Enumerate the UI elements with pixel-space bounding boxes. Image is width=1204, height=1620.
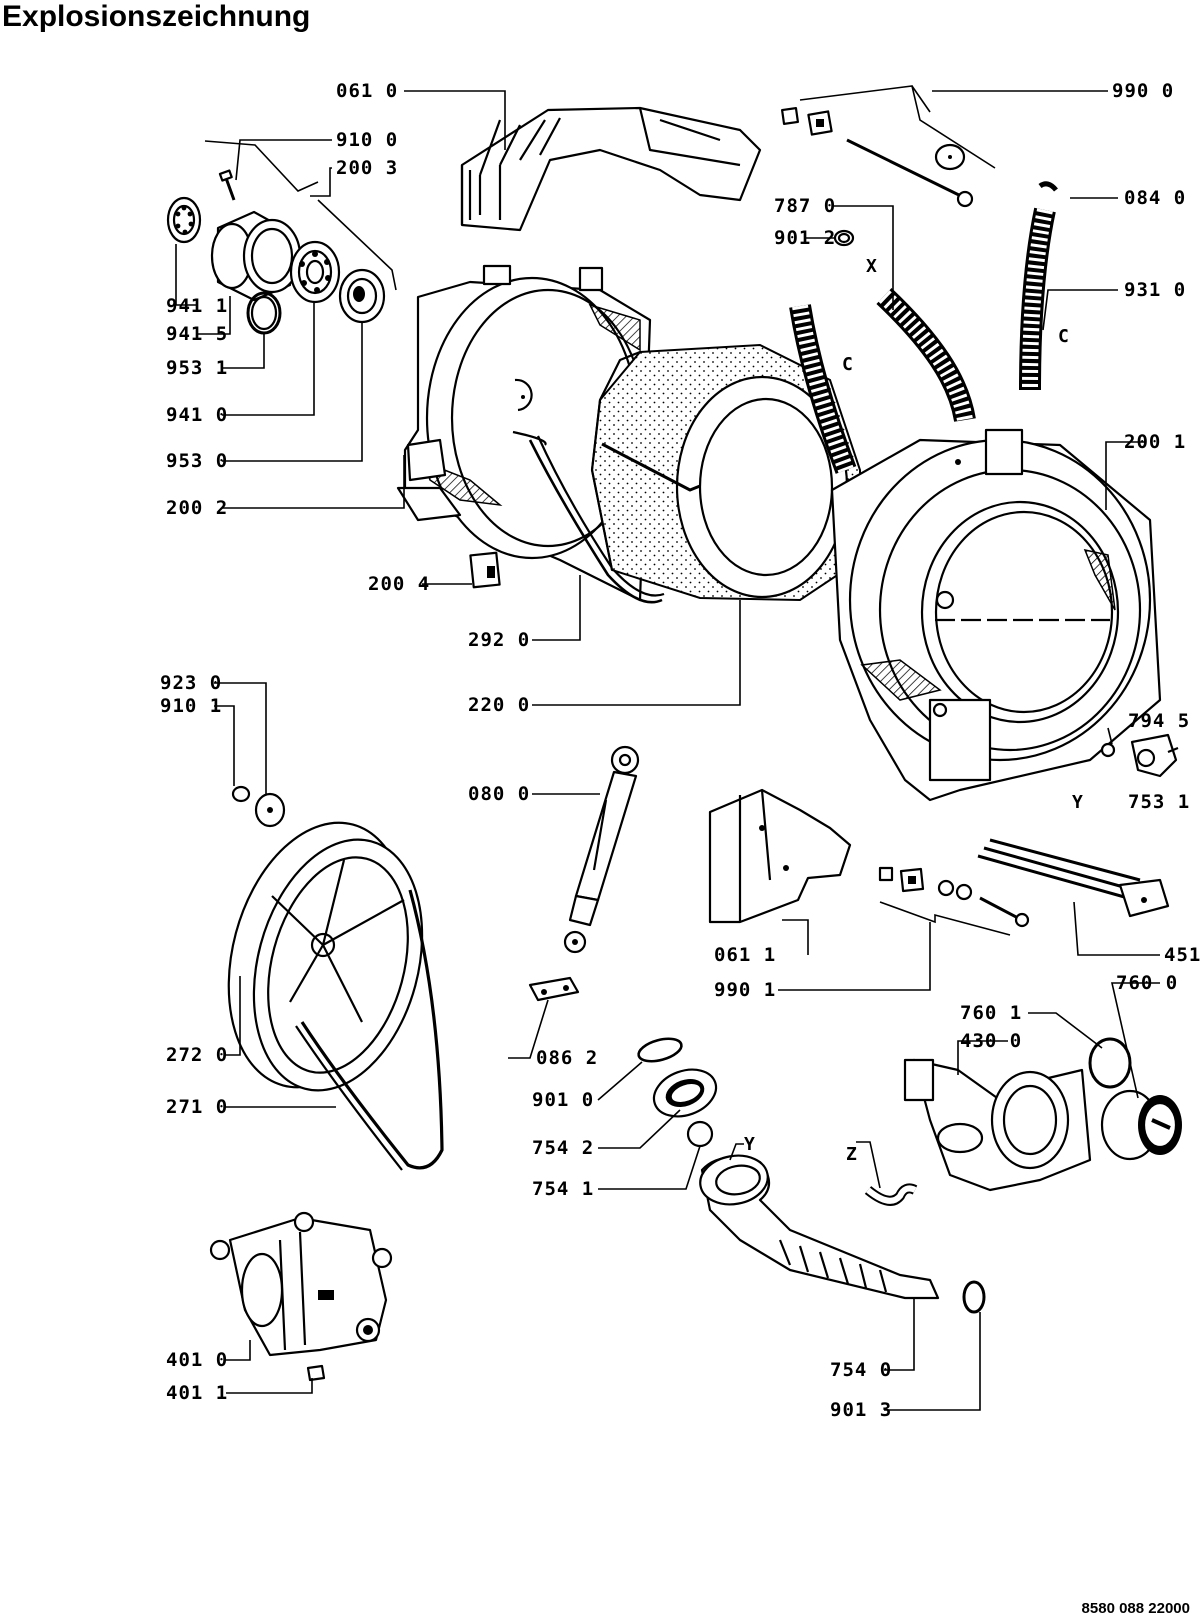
label-794-5: 794 5 bbox=[1128, 710, 1190, 732]
elbow-hose-part bbox=[864, 1183, 918, 1206]
label-754-2: 754 2 bbox=[532, 1137, 594, 1159]
page-title: Explosionszeichnung bbox=[2, 0, 310, 33]
level-switch-part bbox=[1100, 733, 1179, 778]
label-061-1: 061 1 bbox=[714, 944, 776, 966]
marker-y-hose: Y bbox=[744, 1134, 755, 1155]
document-number: 8580 088 22000 bbox=[1082, 1600, 1190, 1617]
label-272-0: 272 0 bbox=[166, 1044, 228, 1066]
label-910-1: 910 1 bbox=[160, 695, 222, 717]
label-200-1: 200 1 bbox=[1124, 431, 1186, 453]
label-760-1: 760 1 bbox=[960, 1002, 1022, 1024]
label-953-1: 953 1 bbox=[166, 357, 228, 379]
label-080-0: 080 0 bbox=[468, 783, 530, 805]
label-086-2: 086 2 bbox=[536, 1047, 598, 1069]
label-754-0: 754 0 bbox=[830, 1359, 892, 1381]
nut-washer-part bbox=[231, 785, 286, 828]
label-084-0: 084 0 bbox=[1124, 187, 1186, 209]
label-430-0: 430 0 bbox=[960, 1030, 1022, 1052]
pulley-part bbox=[227, 821, 424, 1092]
label-271-0: 271 0 bbox=[166, 1096, 228, 1118]
label-923-0: 923 0 bbox=[160, 672, 222, 694]
label-901-2: 901 2 bbox=[774, 227, 836, 249]
counterweight-top-part bbox=[460, 106, 762, 232]
screw-set-top-part bbox=[780, 85, 996, 208]
label-401-0: 401 0 bbox=[166, 1349, 228, 1371]
label-292-0: 292 0 bbox=[468, 629, 530, 651]
clip-200-4-part bbox=[469, 551, 501, 589]
drain-pump-part bbox=[903, 1037, 1182, 1192]
motor-part bbox=[209, 1211, 393, 1382]
label-760-0: 760 0 bbox=[1116, 972, 1178, 994]
label-941-1: 941 1 bbox=[166, 295, 228, 317]
counterweight-front-part bbox=[708, 788, 852, 924]
label-953-0: 953 0 bbox=[166, 450, 228, 472]
label-753-1: 753 1 bbox=[1128, 791, 1190, 813]
label-787-0: 787 0 bbox=[774, 195, 836, 217]
label-901-0: 901 0 bbox=[532, 1089, 594, 1111]
marker-x: X bbox=[866, 256, 877, 277]
label-401-1: 401 1 bbox=[166, 1382, 228, 1404]
label-941-5: 941 5 bbox=[166, 323, 228, 345]
clip-086-2-part bbox=[528, 976, 580, 1002]
drum-part bbox=[590, 343, 861, 602]
part-labels: 061 0 990 0 910 0 200 3 084 0 787 0 901 … bbox=[160, 80, 1204, 1421]
label-901-3: 901 3 bbox=[830, 1399, 892, 1421]
label-220-0: 220 0 bbox=[468, 694, 530, 716]
rear-tub-part bbox=[396, 264, 652, 602]
label-200-2: 200 2 bbox=[166, 497, 228, 519]
label-931-0: 931 0 bbox=[1124, 279, 1186, 301]
label-990-1: 990 1 bbox=[714, 979, 776, 1001]
shock-absorber-part bbox=[563, 745, 640, 954]
lower-hose-part bbox=[637, 1037, 986, 1314]
hoses-upper-part bbox=[789, 181, 1058, 474]
label-941-0: 941 0 bbox=[166, 404, 228, 426]
leader-lines bbox=[175, 90, 1160, 1411]
marker-c-right: C bbox=[1058, 326, 1069, 347]
drive-belt-part bbox=[295, 889, 444, 1171]
label-061-0: 061 0 bbox=[336, 80, 398, 102]
heater-part bbox=[977, 838, 1170, 918]
marker-y-tub: Y bbox=[1072, 792, 1083, 813]
label-990-0: 990 0 bbox=[1112, 80, 1174, 102]
marker-c-left: C bbox=[842, 354, 853, 375]
marker-z: Z bbox=[846, 1144, 857, 1165]
label-754-1: 754 1 bbox=[532, 1178, 594, 1200]
bearing-group-part bbox=[166, 140, 397, 335]
screw-set-front-part bbox=[878, 866, 1030, 936]
front-tub-part bbox=[830, 428, 1162, 802]
label-200-3: 200 3 bbox=[336, 157, 398, 179]
label-910-0: 910 0 bbox=[336, 129, 398, 151]
tub-seal-ring-part bbox=[528, 435, 665, 604]
label-451-0: 451 0 bbox=[1164, 944, 1204, 966]
label-200-4: 200 4 bbox=[368, 573, 430, 595]
